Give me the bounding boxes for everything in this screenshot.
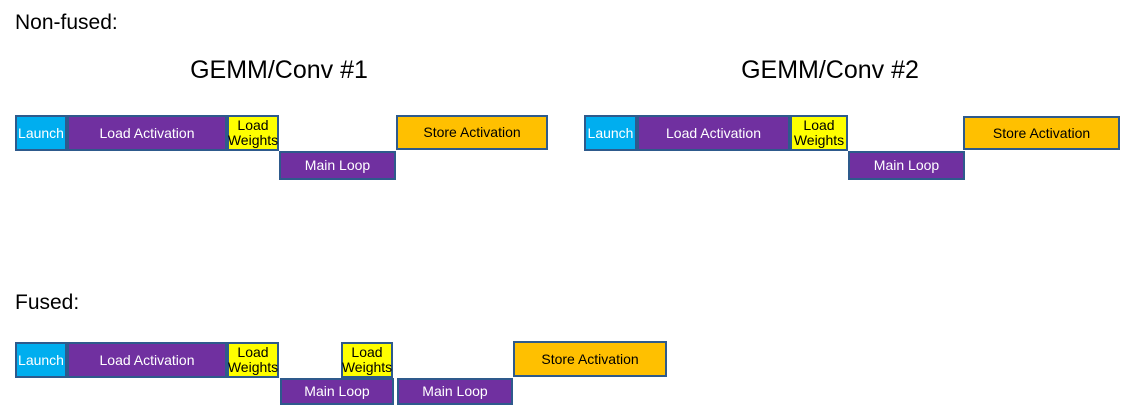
launch-block: Launch [15,342,67,378]
load-weights-label: Load Weights [793,117,845,148]
load-weights-label: Load Weights [341,344,393,375]
main-loop-label: Main Loop [304,157,371,174]
load-activation-block: Load Activation [637,115,790,151]
load-weights-block: Load Weights [227,115,279,151]
load-activation-label: Load Activation [99,124,195,141]
main-loop-block: Main Loop [397,378,513,405]
load-activation-block: Load Activation [67,115,227,151]
store-activation-label: Store Activation [541,350,639,367]
main-loop-label: Main Loop [304,383,370,400]
main-loop-block: Main Loop [848,151,965,180]
main-loop-label: Main Loop [873,157,940,174]
store-activation-block: Store Activation [963,116,1120,150]
timeline-title-gemm-conv-2: GEMM/Conv #2 [741,56,919,84]
store-activation-block: Store Activation [396,115,548,150]
launch-block: Launch [15,115,67,151]
load-weights-block: Load Weights [227,342,279,378]
launch-label: Launch [18,124,64,141]
load-activation-label: Load Activation [99,351,195,368]
load-weights-block: Load Weights [790,115,848,151]
store-activation-block: Store Activation [513,341,667,377]
load-activation-block: Load Activation [67,342,227,378]
launch-label: Launch [18,351,64,368]
section-label-fused: Fused: [15,291,80,314]
store-activation-label: Store Activation [423,124,521,141]
main-loop-block: Main Loop [280,378,394,405]
launch-label: Launch [587,124,634,141]
main-loop-block: Main Loop [279,151,396,180]
load-activation-label: Load Activation [666,124,761,141]
section-label-non-fused: Non-fused: [15,11,118,34]
store-activation-label: Store Activation [992,124,1091,141]
timeline-title-gemm-conv-1: GEMM/Conv #1 [190,56,368,84]
load-weights-label: Load Weights [227,344,279,375]
load-weights-block: Load Weights [341,342,393,378]
main-loop-label: Main Loop [422,383,488,400]
load-weights-label: Load Weights [227,117,279,148]
launch-block: Launch [584,115,637,151]
